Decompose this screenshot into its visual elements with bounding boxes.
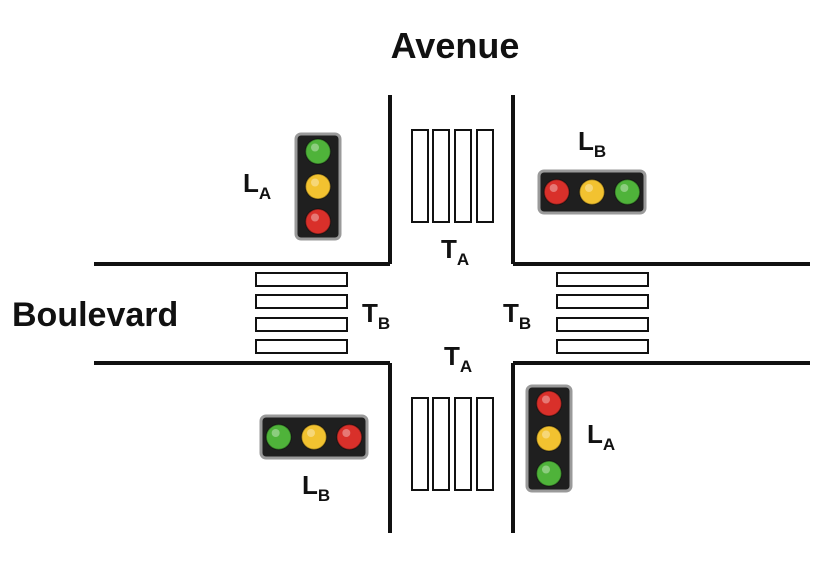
light-a-label-lower: LA bbox=[587, 419, 615, 454]
light-b-label-upper: LB bbox=[578, 126, 606, 161]
sensor-b-label-east: TB bbox=[503, 298, 531, 333]
yellow-lamp bbox=[578, 178, 606, 206]
yellow-lamp bbox=[300, 423, 328, 451]
sensor-a-label-south: TA bbox=[444, 341, 472, 376]
green-lamp bbox=[535, 460, 563, 487]
lamp-highlight bbox=[549, 184, 558, 192]
sensor-b-label-west: TB bbox=[362, 298, 390, 333]
sensor-a-label-north: TA bbox=[441, 234, 469, 269]
traffic-light-upper-right bbox=[537, 169, 647, 215]
yellow-lamp bbox=[304, 173, 332, 200]
lamp-highlight bbox=[542, 395, 550, 404]
lamp-highlight bbox=[342, 429, 351, 437]
crosswalk-stripe bbox=[432, 129, 450, 223]
crosswalk-west bbox=[255, 272, 348, 354]
crosswalk-stripe bbox=[255, 272, 348, 287]
traffic-light-lower-left bbox=[259, 414, 369, 460]
lamp-highlight bbox=[585, 184, 593, 192]
red-lamp bbox=[543, 178, 570, 206]
avenue-label: Avenue bbox=[391, 25, 520, 66]
lamp-highlight bbox=[542, 430, 550, 439]
crosswalk-stripe bbox=[556, 339, 649, 354]
red-lamp bbox=[304, 208, 332, 235]
yellow-lamp bbox=[535, 425, 563, 452]
crosswalk-stripe bbox=[255, 339, 348, 354]
boulevard-label: Boulevard bbox=[12, 296, 178, 334]
lamp-highlight bbox=[307, 429, 315, 437]
crosswalk-south bbox=[411, 397, 494, 491]
crosswalk-stripe bbox=[432, 397, 450, 491]
crosswalk-stripe bbox=[454, 397, 472, 491]
red-lamp bbox=[336, 423, 363, 451]
traffic-light-lower-right bbox=[525, 384, 573, 493]
crosswalk-stripe bbox=[411, 129, 429, 223]
traffic-light-upper-left bbox=[294, 132, 342, 241]
green-lamp bbox=[304, 138, 332, 165]
crosswalk-stripe bbox=[255, 317, 348, 332]
crosswalk-stripe bbox=[411, 397, 429, 491]
crosswalk-stripe bbox=[476, 129, 494, 223]
crosswalk-north bbox=[411, 129, 494, 223]
crosswalk-stripe bbox=[556, 317, 649, 332]
red-lamp bbox=[535, 390, 563, 417]
crosswalk-stripe bbox=[556, 294, 649, 309]
crosswalk-east bbox=[556, 272, 649, 354]
lamp-highlight bbox=[311, 143, 319, 152]
lamp-highlight bbox=[271, 429, 280, 437]
lamp-highlight bbox=[620, 184, 629, 192]
road-edges bbox=[94, 95, 810, 533]
green-lamp bbox=[614, 178, 641, 206]
lamp-highlight bbox=[311, 213, 319, 222]
crosswalk-stripe bbox=[255, 294, 348, 309]
lamp-highlight bbox=[542, 465, 550, 474]
crosswalk-stripe bbox=[556, 272, 649, 287]
crosswalk-stripe bbox=[476, 397, 494, 491]
green-lamp bbox=[265, 423, 292, 451]
light-a-label-upper: LA bbox=[243, 168, 271, 203]
lamp-highlight bbox=[311, 178, 319, 187]
light-b-label-lower: LB bbox=[302, 470, 330, 505]
crosswalk-stripe bbox=[454, 129, 472, 223]
